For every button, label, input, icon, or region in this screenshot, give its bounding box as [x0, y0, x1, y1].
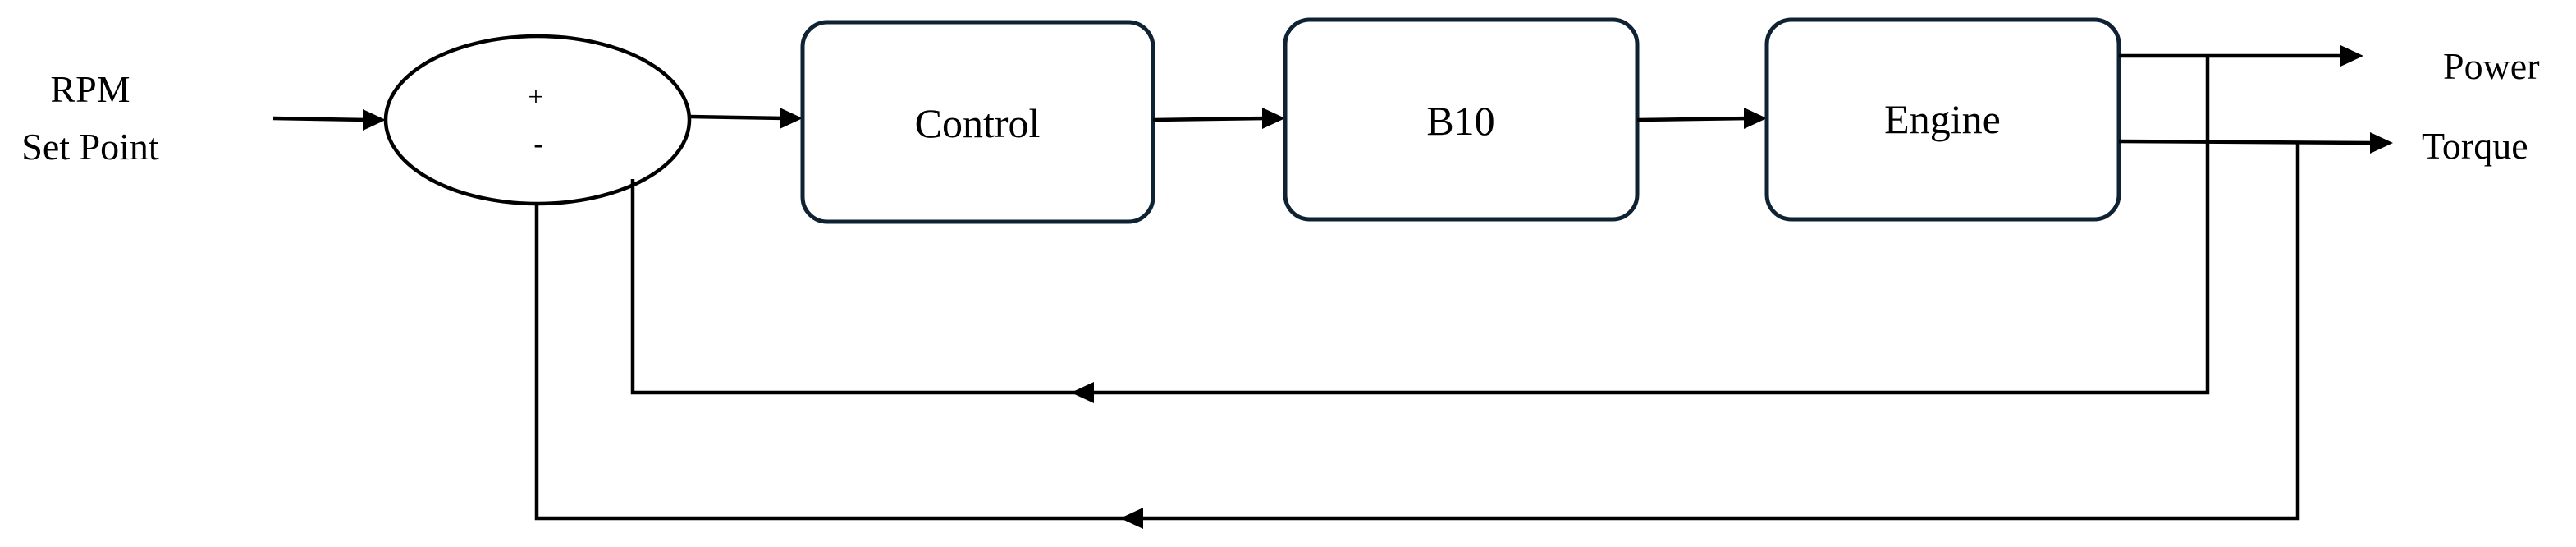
engine-block-label: Engine	[1884, 96, 2001, 142]
input-arrow-line	[272, 116, 368, 122]
engine-block	[1764, 17, 2121, 222]
torque-feedback-arrowhead	[1120, 508, 1143, 529]
power-output-arrowhead	[2340, 45, 2363, 67]
torque-output-label: Torque	[2422, 125, 2528, 167]
torque-feedback-line	[534, 142, 2300, 521]
control-block	[800, 20, 1155, 224]
input-arrowhead	[363, 109, 386, 131]
power-feedback-arrowhead	[1071, 382, 1094, 403]
summer-to-control-arrowhead	[780, 108, 803, 129]
input-label-line1: RPM	[50, 68, 130, 110]
control-to-b10-line	[1152, 116, 1269, 122]
b10-block-label: B10	[1426, 98, 1494, 144]
torque-output-arrowhead	[2370, 132, 2393, 154]
torque-output-line	[2118, 139, 2377, 145]
summing-plus-sign: +	[528, 82, 543, 113]
control-block-label: Control	[915, 100, 1041, 146]
b10-to-engine-line	[1636, 116, 1750, 122]
power-feedback-line	[630, 56, 2210, 395]
summing-minus-sign: -	[533, 129, 542, 159]
input-label-line2: Set Point	[21, 126, 159, 168]
power-output-label: Power	[2443, 45, 2540, 87]
summing-junction	[383, 34, 692, 206]
b10-to-engine-arrowhead	[1744, 108, 1767, 129]
summer-to-control-line	[689, 114, 786, 121]
control-to-b10-arrowhead	[1262, 108, 1285, 129]
